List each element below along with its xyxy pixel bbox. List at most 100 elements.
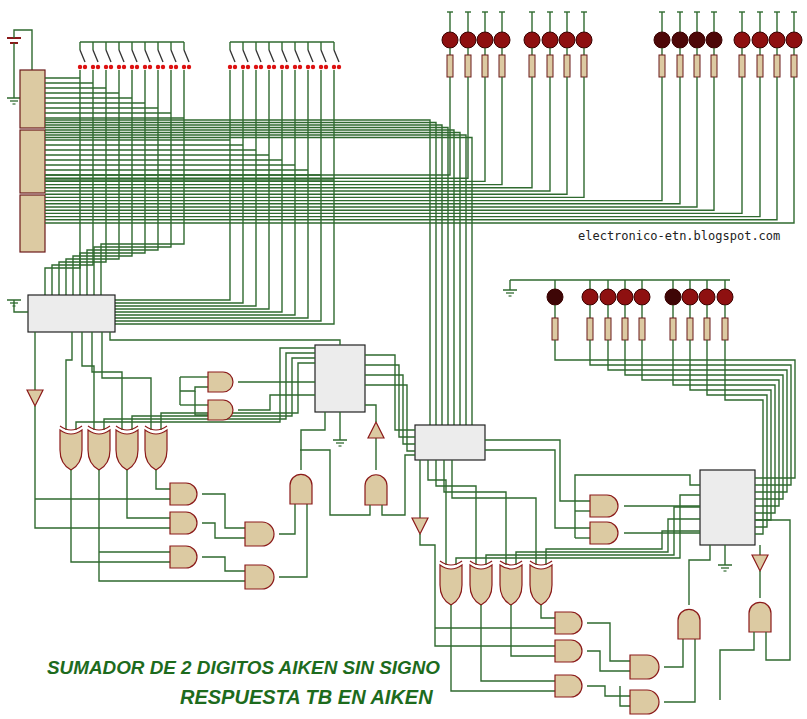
- and-gate: [678, 609, 700, 639]
- wire: [706, 280, 707, 289]
- wire: [696, 48, 697, 55]
- wire: [549, 48, 550, 55]
- wire: [301, 412, 325, 470]
- led: [477, 32, 493, 48]
- switch-contact: [104, 65, 108, 69]
- and-gate: [245, 565, 274, 589]
- xor-gate: [530, 565, 552, 605]
- wire: [793, 48, 794, 55]
- wire: [624, 305, 625, 318]
- wire: [45, 77, 742, 213]
- wire: [170, 42, 171, 50]
- and-gate: [170, 546, 197, 568]
- led: [576, 32, 592, 48]
- wire: [589, 280, 590, 289]
- wire: [759, 12, 760, 32]
- wire: [45, 77, 662, 201]
- wire: [281, 42, 282, 50]
- wire: [549, 12, 550, 32]
- wire: [45, 144, 243, 145]
- wire: [641, 280, 642, 289]
- switch-lever: [282, 50, 287, 62]
- wire: [375, 438, 376, 470]
- wire: [45, 117, 184, 118]
- led: [494, 32, 510, 48]
- resistor-symbol: [722, 318, 728, 340]
- xor-gate: [60, 426, 82, 430]
- wire: [34, 332, 35, 390]
- wire: [45, 125, 442, 425]
- buffer-gate: [27, 390, 43, 406]
- wire: [339, 412, 340, 440]
- and-gate: [749, 602, 771, 632]
- wire: [583, 12, 584, 32]
- wire: [115, 70, 243, 303]
- wire: [66, 332, 72, 430]
- led: [665, 289, 681, 305]
- wire: [510, 279, 730, 280]
- wire: [45, 77, 550, 191]
- wire: [45, 159, 282, 160]
- switch-contact: [332, 65, 336, 69]
- wire: [45, 92, 119, 93]
- wire: [706, 305, 707, 318]
- resistor-symbol: [499, 55, 505, 77]
- wire: [71, 470, 170, 562]
- wire: [452, 460, 536, 565]
- switch-contact: [280, 65, 284, 69]
- wire: [156, 470, 170, 489]
- xor-gate: [116, 426, 138, 430]
- xor-gate: [88, 430, 110, 470]
- led: [600, 289, 616, 305]
- ic-chip: [315, 345, 365, 412]
- wire: [624, 532, 700, 533]
- led: [672, 32, 688, 48]
- resistor-symbol: [552, 318, 558, 340]
- wire: [365, 405, 376, 422]
- switch-lever: [93, 50, 98, 62]
- switch-contact: [319, 65, 323, 69]
- wire: [202, 557, 245, 571]
- ground-symbol: [13, 103, 16, 104]
- wire: [333, 42, 334, 50]
- wire: [115, 70, 295, 315]
- wire: [14, 30, 32, 70]
- wire: [45, 77, 714, 210]
- switch-lever: [321, 50, 326, 62]
- resistor-symbol: [704, 318, 710, 340]
- wire: [641, 305, 642, 318]
- and-gate: [590, 495, 618, 517]
- and-gate: [170, 483, 197, 505]
- xor-gate: [145, 426, 167, 430]
- wire: [45, 77, 777, 220]
- wire: [672, 305, 673, 318]
- led: [734, 32, 750, 48]
- wire: [554, 280, 555, 289]
- wire: [725, 340, 763, 534]
- wire: [320, 42, 321, 50]
- wire: [724, 280, 725, 289]
- wire: [566, 48, 567, 55]
- resistor-symbol: [482, 55, 488, 77]
- wire: [104, 353, 315, 430]
- resistor-symbol: [529, 55, 535, 77]
- wire: [713, 12, 714, 32]
- wire: [419, 460, 420, 518]
- wire: [575, 510, 590, 511]
- wire: [484, 12, 485, 32]
- switch-lever: [308, 50, 313, 62]
- and-gate: [555, 640, 582, 662]
- wire: [589, 305, 590, 318]
- switch-lever: [132, 50, 137, 62]
- switch-contact: [298, 65, 302, 69]
- xor-gate: [470, 561, 492, 565]
- wire: [689, 280, 690, 289]
- resistor-symbol: [659, 55, 665, 77]
- resistor-symbol: [622, 318, 628, 340]
- wire: [229, 42, 230, 50]
- wire: [587, 623, 630, 661]
- wire: [449, 12, 450, 32]
- resistor-symbol: [564, 55, 570, 77]
- diagram-title: SUMADOR DE 2 DIGITOS AIKEN SIN SIGNO: [47, 658, 440, 679]
